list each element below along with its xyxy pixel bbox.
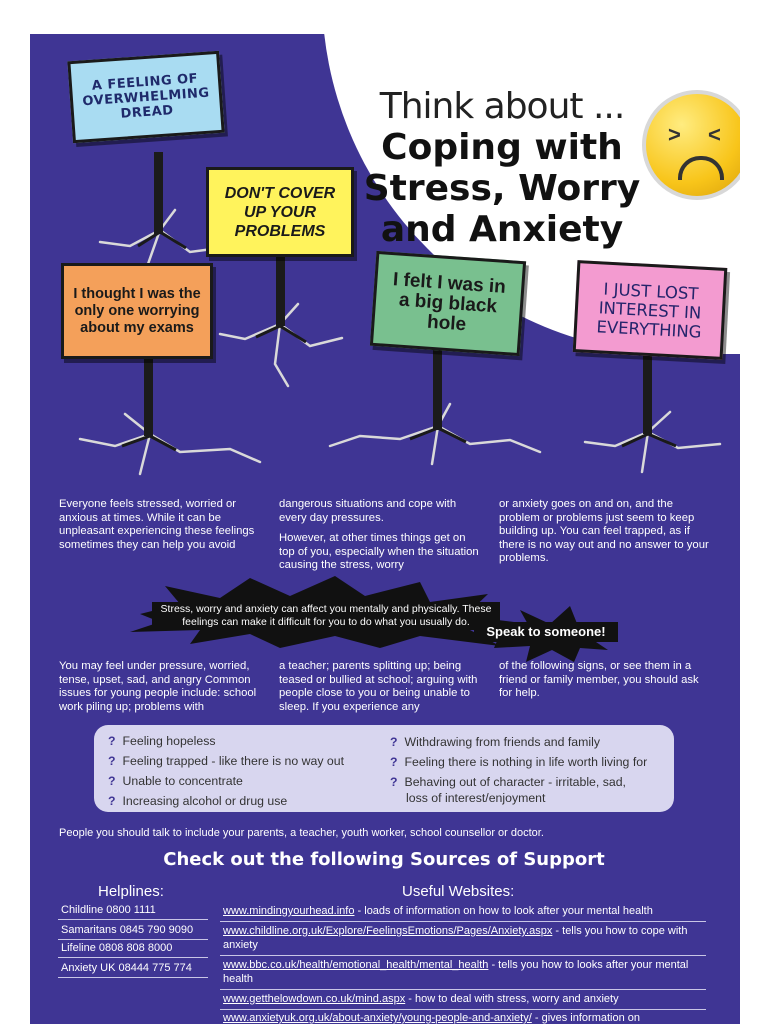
warning-sign-item: ?Feeling trapped - like there is no way …: [108, 754, 344, 768]
sign-lost-interest: I JUST LOST INTEREST IN EVERYTHING: [572, 260, 728, 360]
warning-sign-item: ?Unable to concentrate: [108, 774, 243, 788]
websites-heading: Useful Websites:: [402, 883, 515, 900]
sign-dont-cover: DON'T COVER UP YOUR PROBLEMS: [206, 167, 354, 257]
helpline-row: Lifeline 0808 808 8000: [58, 940, 208, 958]
title-line: and Anxiety: [380, 209, 624, 250]
question-mark-icon: ?: [390, 735, 398, 749]
cringing-face-icon: > <: [642, 90, 740, 200]
sign-post: [643, 354, 652, 434]
sign-only-one: I thought I was the only one worrying ab…: [61, 263, 213, 359]
sign-post: [433, 344, 442, 430]
website-link[interactable]: www.bbc.co.uk/health/emotional_health/me…: [223, 959, 489, 971]
page-title: Think about ... Coping with Stress, Worr…: [342, 86, 662, 250]
website-row: www.anxietyuk.org.uk/about-anxiety/young…: [223, 1012, 641, 1024]
warning-sign-item: ?Feeling there is nothing in life worth …: [390, 755, 648, 769]
sign-text: a feeling of overwhelming dread: [81, 70, 211, 122]
sign-text: I felt I was in a big black hole: [392, 268, 507, 335]
callout-text: Stress, worry and anxiety can affect you…: [152, 602, 500, 630]
sign-text: I thought I was the only one worrying ab…: [73, 285, 201, 336]
helpline-row: Anxiety UK 08444 775 774: [58, 960, 208, 978]
intro-col-3: or anxiety goes on and on, and the probl…: [499, 498, 709, 564]
pressure-col-3: of the following signs, or see them in a…: [499, 660, 699, 699]
warning-signs-box: ?Feeling hopeless ?Feeling trapped - lik…: [94, 725, 674, 812]
warning-sign-item: ?Behaving out of character - irritable, …: [390, 775, 626, 789]
question-mark-icon: ?: [390, 775, 398, 789]
speak-to-someone: Speak to someone!: [474, 622, 618, 642]
intro-col-2a: dangerous situations and cope with every…: [279, 498, 457, 524]
sign-text: DON'T COVER UP YOUR PROBLEMS: [224, 184, 336, 240]
helpline-row: Samaritans 0845 790 9090: [58, 922, 208, 940]
warning-sign-item: loss of interest/enjoyment: [406, 791, 546, 805]
website-row: www.mindingyourhead.info - loads of info…: [220, 902, 706, 922]
title-small: Think about ...: [379, 86, 626, 127]
question-mark-icon: ?: [108, 774, 116, 788]
sign-text: I JUST LOST INTEREST IN EVERYTHING: [596, 279, 702, 342]
helplines-heading: Helplines:: [98, 883, 164, 900]
website-link[interactable]: www.getthelowdown.co.uk/mind.aspx: [223, 993, 406, 1005]
website-row: www.bbc.co.uk/health/emotional_health/me…: [220, 956, 706, 990]
question-mark-icon: ?: [108, 754, 116, 768]
poster: a feeling of overwhelming dread DON'T CO…: [30, 34, 740, 1024]
intro-col-2b: However, at other times things get on to…: [279, 532, 479, 571]
title-line: Coping with: [381, 127, 623, 168]
support-title: Check out the following Sources of Suppo…: [163, 849, 605, 870]
question-mark-icon: ?: [108, 794, 116, 808]
intro-col-1: Everyone feels stressed, worried or anxi…: [59, 498, 255, 551]
sign-post: [276, 254, 285, 326]
website-row: www.childline.org.uk/Explore/FeelingsEmo…: [220, 922, 706, 956]
warning-sign-item: ?Increasing alcohol or drug use: [108, 794, 288, 808]
website-link[interactable]: www.childline.org.uk/Explore/FeelingsEmo…: [223, 925, 553, 937]
ground-cracks: [78, 208, 722, 476]
people-to-talk-to: People you should talk to include your p…: [59, 827, 544, 839]
website-row: www.getthelowdown.co.uk/mind.aspx - how …: [220, 990, 706, 1010]
website-link[interactable]: www.mindingyourhead.info: [223, 905, 355, 917]
helpline-row: Childline 0800 1111: [58, 902, 208, 920]
title-line: Stress, Worry: [363, 168, 641, 209]
question-mark-icon: ?: [390, 755, 398, 769]
sign-black-hole: I felt I was in a big black hole: [369, 250, 527, 357]
question-mark-icon: ?: [108, 734, 116, 748]
pressure-col-2: a teacher; parents splitting up; being t…: [279, 660, 478, 713]
sign-post: [144, 354, 153, 436]
warning-sign-item: ?Feeling hopeless: [108, 734, 216, 748]
sign-overwhelming-dread: a feeling of overwhelming dread: [67, 50, 225, 144]
sign-post: [154, 152, 163, 234]
website-link[interactable]: www.anxietyuk.org.uk/about-anxiety/young…: [223, 1012, 532, 1024]
warning-sign-item: ?Withdrawing from friends and family: [390, 735, 600, 749]
pressure-col-1: You may feel under pressure, worried, te…: [59, 660, 257, 713]
